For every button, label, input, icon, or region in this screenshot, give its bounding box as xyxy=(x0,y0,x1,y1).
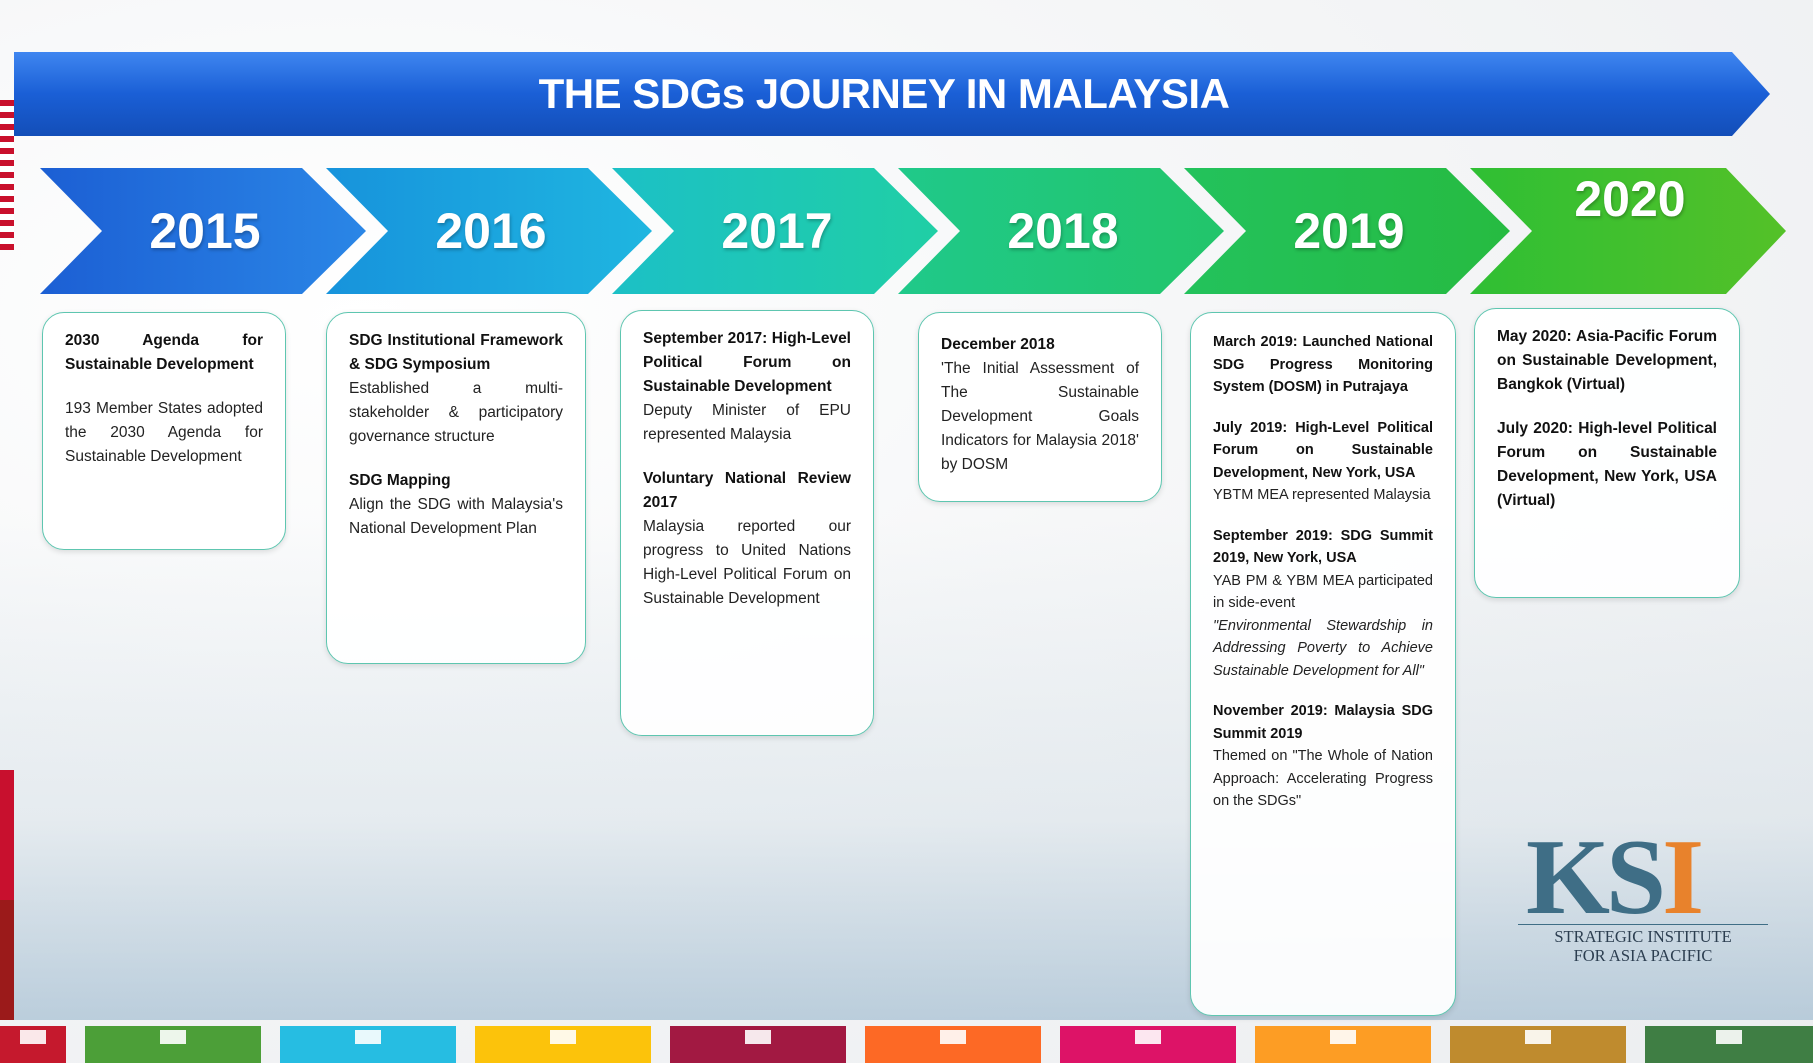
box-heading: July 2020: High-level Political Forum on… xyxy=(1497,420,1717,509)
sdg-tile xyxy=(0,1026,66,1063)
sdg-tile xyxy=(1255,1026,1431,1063)
box-text: Established a multi-stakeholder & partic… xyxy=(349,380,563,445)
year-chevron-2015: 2015 xyxy=(40,168,370,294)
sdg-icon-strip xyxy=(0,1024,1813,1063)
year-label: 2020 xyxy=(1574,171,1686,227)
year-label: 2017 xyxy=(721,203,833,259)
box-text: YAB PM & YBM MEA participated in side-ev… xyxy=(1213,572,1433,612)
page-title: THE SDGs JOURNEY IN MALAYSIA xyxy=(538,70,1230,117)
sdg-icon xyxy=(745,1030,771,1044)
year-label: 2019 xyxy=(1293,203,1405,259)
box-heading: March 2019: Launched National SDG Progre… xyxy=(1213,334,1433,395)
box-heading: Voluntary National Review 2017 xyxy=(643,470,851,511)
sdg-tile xyxy=(475,1026,651,1063)
info-box-2020: May 2020: Asia-Pacific Forum on Sustaina… xyxy=(1474,308,1740,598)
year-label: 2016 xyxy=(435,203,547,259)
sdg-icon xyxy=(1330,1030,1356,1044)
box-heading: SDG Mapping xyxy=(349,472,451,489)
box-text: Align the SDG with Malaysia's National D… xyxy=(349,496,563,537)
box-text: Themed on "The Whole of Nation Approach:… xyxy=(1213,748,1433,809)
year-label: 2018 xyxy=(1007,203,1119,259)
box-heading: July 2019: High-Level Political Forum on… xyxy=(1213,419,1433,481)
year-chevron-2016: 2016 xyxy=(326,168,656,294)
background-cityscape xyxy=(0,520,1813,1020)
box-heading: September 2017: High-Level Political For… xyxy=(643,330,851,395)
logo-subtitle: STRATEGIC INSTITUTE FOR ASIA PACIFIC xyxy=(1518,924,1768,965)
sdg-icon xyxy=(1525,1030,1551,1044)
box-heading: November 2019: Malaysia SDG Summit 2019 xyxy=(1213,703,1433,742)
sdg-tile xyxy=(85,1026,261,1063)
sdg-icon xyxy=(1135,1030,1161,1044)
year-chevron-2018: 2018 xyxy=(898,168,1228,294)
sdg-tile xyxy=(670,1026,846,1063)
box-text: Deputy Minister of EPU represented Malay… xyxy=(643,402,851,443)
box-heading: May 2020: Asia-Pacific Forum on Sustaina… xyxy=(1497,328,1717,393)
info-box-2017: September 2017: High-Level Political For… xyxy=(620,310,874,736)
info-box-2019: March 2019: Launched National SDG Progre… xyxy=(1190,312,1456,1016)
title-banner: THE SDGs JOURNEY IN MALAYSIA xyxy=(14,48,1774,140)
banner-arrow-shape xyxy=(14,52,1770,136)
logo-letters: KSI xyxy=(1526,818,1704,937)
year-chevron-2019: 2019 xyxy=(1184,168,1514,294)
info-box-2016: SDG Institutional Framework & SDG Sympos… xyxy=(326,312,586,664)
ksi-logo: KSI STRATEGIC INSTITUTE FOR ASIA PACIFIC xyxy=(1518,818,1768,978)
sdg-tile xyxy=(280,1026,456,1063)
box-heading: 2030 Agenda for Sustainable Development xyxy=(65,332,263,373)
sdg-tile xyxy=(1060,1026,1236,1063)
sdg-icon xyxy=(20,1030,46,1044)
sdg-tile xyxy=(1645,1026,1813,1063)
sdg-tile xyxy=(865,1026,1041,1063)
box-text-italic: "Environmental Stewardship in Addressing… xyxy=(1213,617,1433,679)
year-label: 2015 xyxy=(149,203,261,259)
box-text: 'The Initial Assessment of The Sustainab… xyxy=(941,360,1139,473)
box-heading: September 2019: SDG Summit 2019, New Yor… xyxy=(1213,527,1433,567)
sdg-icon xyxy=(940,1030,966,1044)
box-heading: SDG Institutional Framework & SDG Sympos… xyxy=(349,332,563,373)
year-chevron-2017: 2017 xyxy=(612,168,942,294)
sdg-icon xyxy=(160,1030,186,1044)
box-text: YBTM MEA represented Malaysia xyxy=(1213,487,1431,503)
sdg-icon xyxy=(355,1030,381,1044)
year-chevron-2020: 2020 xyxy=(1470,168,1790,294)
left-edge-strip xyxy=(0,100,14,250)
box-text: Malaysia reported our progress to United… xyxy=(643,518,851,607)
sdg-icon xyxy=(1716,1030,1742,1044)
info-box-2018: December 2018 'The Initial Assessment of… xyxy=(918,312,1162,502)
box-heading: December 2018 xyxy=(941,336,1055,353)
left-edge-strip xyxy=(0,900,14,1020)
sdg-tile xyxy=(1450,1026,1626,1063)
sdg-icon xyxy=(550,1030,576,1044)
box-text: 193 Member States adopted the 2030 Agend… xyxy=(65,400,263,465)
info-box-2015: 2030 Agenda for Sustainable Development … xyxy=(42,312,286,550)
